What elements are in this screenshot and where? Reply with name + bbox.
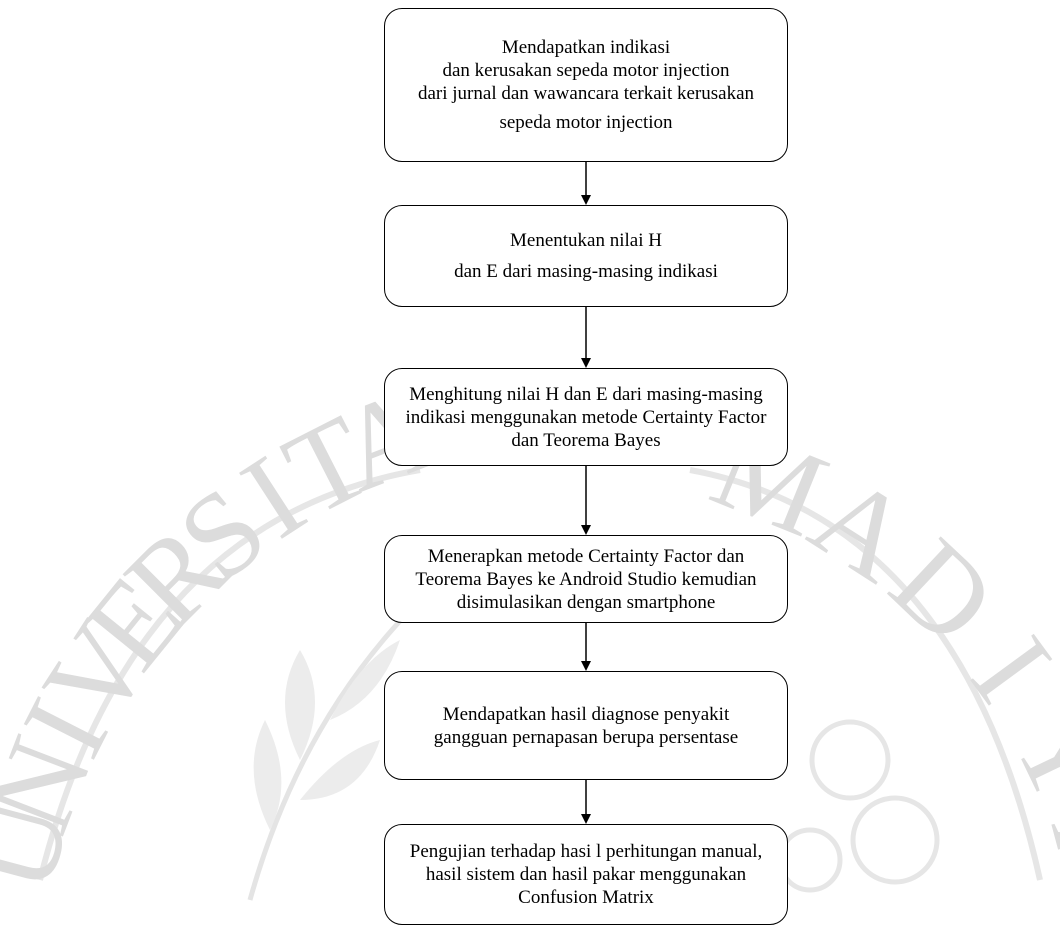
cotton-icon [850, 795, 940, 885]
flow-step-6-line-1: Pengujian terhadap hasi l perhitungan ma… [409, 841, 763, 862]
wheat-leaf-icon [300, 740, 380, 800]
flow-step-2-line-2: dan E dari masing-masing indikasi [454, 261, 718, 282]
flow-step-1-line-3: dari jurnal dan wawancara terkait kerusa… [417, 83, 755, 104]
wheat-leaf-icon [253, 720, 282, 830]
flow-step-5-line-2: gangguan pernapasan berupa persentase [433, 726, 739, 748]
flow-step-5-line-1: Mendapatkan hasil diagnose penyakit [442, 703, 730, 725]
flow-step-1-text: Mendapatkan indikasi dan kerusakan seped… [414, 36, 758, 134]
seal-letter: A [1026, 796, 1060, 914]
seal-letter: R [100, 500, 251, 651]
flow-step-6-line-2: hasil sistem dan hasil pakar menggunakan [425, 864, 747, 885]
wheat-leaf-icon [285, 650, 315, 760]
flow-step-1-line-4: sepeda motor injection [499, 112, 673, 133]
flow-step-4-text: Menerapkan metode Certainty Factor dan T… [411, 545, 760, 614]
cotton-icon [777, 827, 843, 893]
flow-step-3-line-2: indikasi menggunakan metode Certainty Fa… [405, 406, 767, 428]
seal-letter: V [17, 600, 176, 745]
flow-step-3: Menghitung nilai H dan E dari masing-mas… [384, 368, 788, 466]
flow-step-1-line-2: dan kerusakan sepeda motor injection [442, 60, 730, 81]
seal-letter: S [154, 461, 290, 606]
seal-letter: A [790, 448, 935, 607]
seal-letter: Y [987, 690, 1060, 826]
flow-step-2-text: Menentukan nilai H dan E dari masing-mas… [450, 229, 722, 283]
seal-letter: T [265, 389, 391, 541]
flow-step-4-line-1: Menerapkan metode Certainty Factor dan [427, 545, 745, 567]
flow-step-3-text: Menghitung nilai H dan E dari masing-mas… [402, 383, 771, 452]
flow-step-4: Menerapkan metode Certainty Factor dan T… [384, 535, 788, 623]
seal-letter: I [220, 430, 326, 563]
flow-step-1-line-1: Mendapatkan indikasi [501, 37, 671, 58]
flow-step-2-line-1: Menentukan nilai H [510, 230, 662, 251]
cotton-icon [809, 719, 891, 801]
seal-letter: I [0, 679, 133, 775]
flow-step-1: Mendapatkan indikasi dan kerusakan seped… [384, 8, 788, 162]
seal-letter: I [947, 614, 1060, 725]
flow-step-5: Mendapatkan hasil diagnose penyakit gang… [384, 671, 788, 780]
flow-step-6-text: Pengujian terhadap hasi l perhitungan ma… [406, 840, 766, 909]
flow-step-4-line-2: Teorema Bayes ke Android Studio kemudian [415, 568, 757, 590]
flow-step-2: Menentukan nilai H dan E dari masing-mas… [384, 205, 788, 307]
seal-letter: D [867, 513, 1021, 669]
seal-letter: U [0, 786, 95, 904]
flow-step-6-line-3: Confusion Matrix [518, 887, 654, 908]
flow-step-6: Pengujian terhadap hasi l perhitungan ma… [384, 824, 788, 925]
flow-step-3-line-3: dan Teorema Bayes [511, 429, 661, 451]
seal-letter: E [59, 552, 208, 693]
seal-letter: N [0, 720, 117, 849]
flow-step-3-line-1: Menghitung nilai H dan E dari masing-mas… [409, 383, 763, 405]
seal-arc-left [37, 467, 421, 881]
flow-step-4-line-3: disimulasikan dengan smartphone [456, 591, 716, 613]
flow-step-5-text: Mendapatkan hasil diagnose penyakit gang… [430, 703, 742, 749]
